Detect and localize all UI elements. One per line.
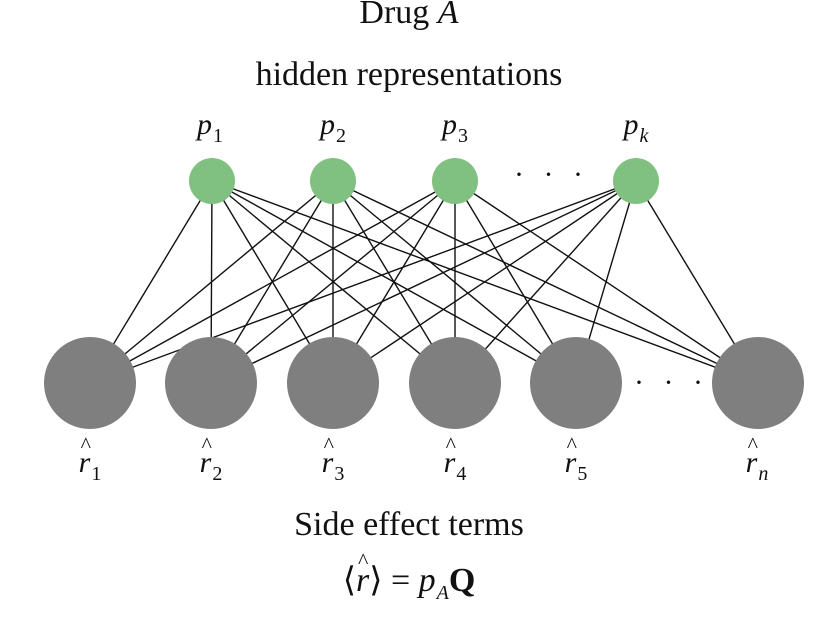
output-node-label: rn [746,432,769,485]
hidden-node [613,158,659,204]
drug-title: Drug A [0,0,818,32]
edge [210,180,456,384]
output-node [44,337,136,429]
side-effect-caption: Side effect terms [294,506,524,543]
edge [210,180,637,384]
output-node [165,337,257,429]
output-node-label: r3 [322,432,345,485]
hidden-node-label: p3 [442,108,468,147]
hidden-caption: hidden representations [255,56,563,93]
hidden-node-label: p1 [197,108,223,147]
output-node-label: r1 [79,432,102,485]
output-node [287,337,379,429]
output-node-label: r2 [200,432,223,485]
hidden-node-label: p2 [320,108,346,147]
equation: ⟨r⟩ = pAQ [0,548,818,604]
output-node-label: r4 [444,432,467,485]
output-ellipsis: · · · [634,366,709,399]
drug-title-var: A [437,0,459,31]
hidden-node-label: pk [623,108,649,147]
edge [89,180,456,384]
edge [89,180,334,384]
output-node [409,337,501,429]
hidden-node [310,158,356,204]
hidden-node [432,158,478,204]
edge [332,180,637,384]
output-node [712,337,804,429]
output-node-label: r5 [565,432,588,485]
hidden-ellipsis: · · · [514,158,589,191]
output-node [530,337,622,429]
hidden-node [189,158,235,204]
drug-title-prefix: Drug [359,0,430,31]
